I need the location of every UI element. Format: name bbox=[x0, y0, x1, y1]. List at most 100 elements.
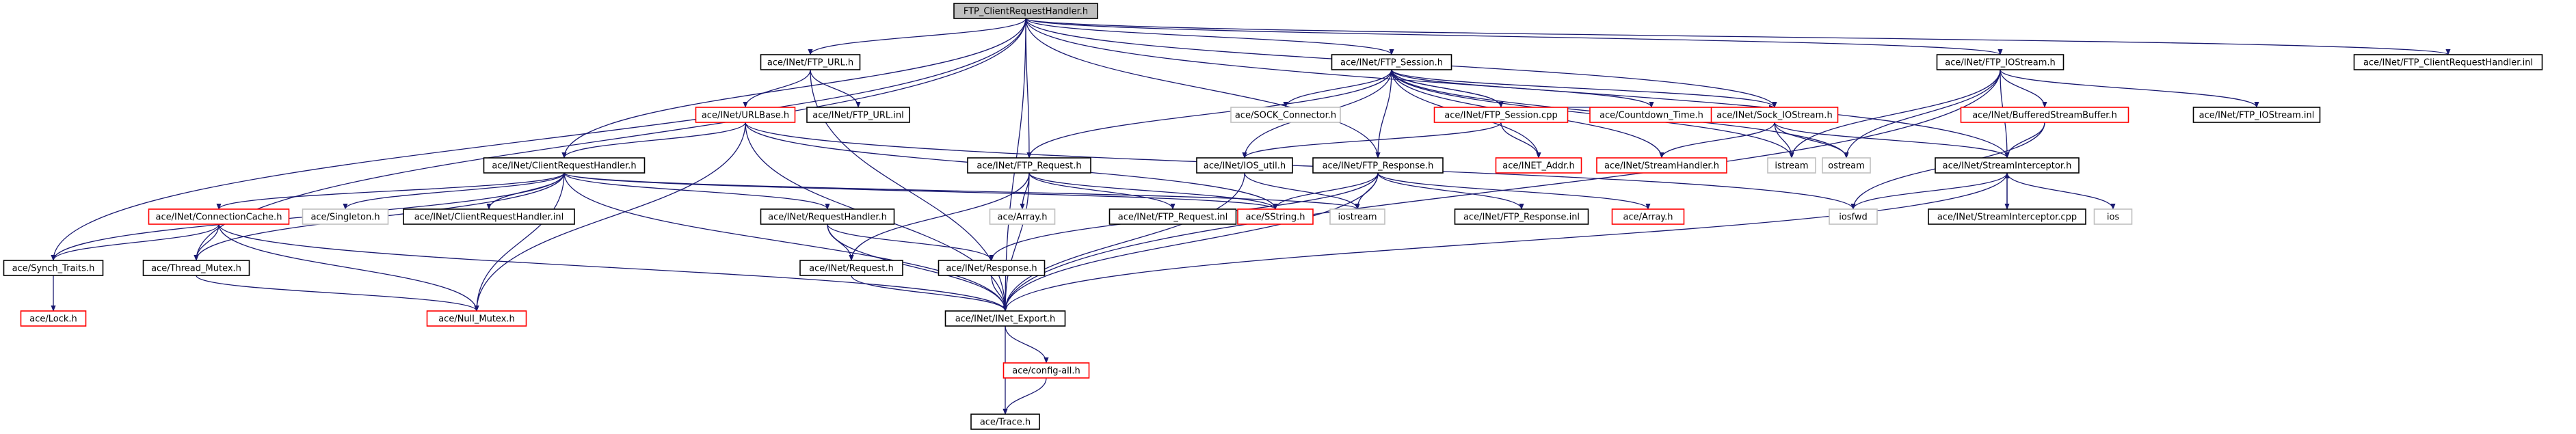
node-config-all-h[interactable]: ace/config-all.h bbox=[1002, 362, 1090, 379]
node-box bbox=[426, 310, 527, 327]
node-sstring-h[interactable]: ace/SString.h bbox=[1237, 208, 1314, 225]
node-label: ace/INet/Sock_IOStream.h bbox=[1716, 111, 1832, 121]
node-iostream[interactable]: iostream bbox=[1329, 208, 1385, 225]
node-ftp-crh-inl[interactable]: ace/INet/FTP_ClientRequestHandler.inl bbox=[2353, 54, 2543, 70]
node-trace-h[interactable]: ace/Trace.h bbox=[970, 413, 1040, 430]
node-ostream[interactable]: ostream bbox=[1822, 157, 1871, 174]
node-label: ace/INet/FTP_Session.h bbox=[1340, 58, 1443, 68]
node-singleton-h[interactable]: ace/Singleton.h bbox=[302, 208, 389, 225]
node-client-rh-inl[interactable]: ace/INet/ClientRequestHandler.inl bbox=[403, 208, 575, 225]
node-connection-cache-h[interactable]: ace/INet/ConnectionCache.h bbox=[148, 208, 290, 225]
edge-stream_interceptor_h-to-iosfwd bbox=[1850, 172, 2008, 210]
node-box bbox=[1331, 54, 1452, 70]
edge-client_rh_h-to-null_mutex_h bbox=[474, 172, 565, 312]
node-box bbox=[760, 208, 895, 225]
node-box bbox=[20, 310, 87, 327]
node-countdown-time-h[interactable]: ace/Countdown_Time.h bbox=[1589, 107, 1714, 123]
node-label: FTP_ClientRequestHandler.h bbox=[964, 7, 1088, 17]
node-box bbox=[806, 107, 910, 123]
edge-urlbase_h-to-null_mutex_h bbox=[474, 122, 746, 312]
node-label: ace/INet/ClientRequestHandler.h bbox=[492, 161, 636, 172]
node-thread-mutex-h[interactable]: ace/Thread_Mutex.h bbox=[142, 260, 250, 276]
edge-root-to-ftp_iostream_h bbox=[1025, 18, 2003, 55]
edge-config_all_h-to-trace_h bbox=[1002, 377, 1047, 415]
node-label: ace/INet/FTP_IOStream.inl bbox=[2199, 111, 2315, 121]
node-lock-h[interactable]: ace/Lock.h bbox=[20, 310, 87, 327]
edge-ftp_iostream_h-to-ftp_iostream_inl bbox=[2000, 69, 2259, 108]
node-label: ace/Lock.h bbox=[29, 314, 77, 325]
node-stream-interceptor-cpp[interactable]: ace/INet/StreamInterceptor.cpp bbox=[1928, 208, 2086, 225]
node-box bbox=[1960, 107, 2129, 123]
edge-ios_util_h-to-iostream bbox=[1244, 172, 1360, 210]
node-request-h[interactable]: ace/INet/Request.h bbox=[799, 260, 903, 276]
node-stream-handler-h[interactable]: ace/INet/StreamHandler.h bbox=[1596, 157, 1727, 174]
node-iosfwd[interactable]: iosfwd bbox=[1829, 208, 1878, 225]
node-array-h-gray[interactable]: ace/Array.h bbox=[989, 208, 1056, 225]
node-box bbox=[302, 208, 389, 225]
node-box bbox=[695, 107, 796, 123]
node-ftp-session-h[interactable]: ace/INet/FTP_Session.h bbox=[1331, 54, 1452, 70]
node-box bbox=[483, 157, 646, 174]
node-client-rh-h[interactable]: ace/INet/ClientRequestHandler.h bbox=[483, 157, 646, 174]
node-box bbox=[1928, 208, 2086, 225]
node-label: ace/INet/IOS_util.h bbox=[1204, 161, 1286, 172]
node-ios[interactable]: ios bbox=[2093, 208, 2133, 225]
node-box bbox=[1312, 157, 1444, 174]
edge-ftp_request_h-to-sstring_h bbox=[1028, 172, 1278, 210]
edge-ftp_request_h-to-ftp_request_inl bbox=[1028, 172, 1176, 210]
node-stream-interceptor-h[interactable]: ace/INet/StreamInterceptor.h bbox=[1935, 157, 2080, 174]
node-label: ace/INet/INet_Export.h bbox=[955, 314, 1056, 325]
edge-root-to-synch_traits_h bbox=[51, 18, 1026, 261]
node-box bbox=[1596, 157, 1727, 174]
node-ftp-iostream-h[interactable]: ace/INet/FTP_IOStream.h bbox=[1936, 54, 2064, 70]
node-null-mutex-h[interactable]: ace/Null_Mutex.h bbox=[426, 310, 527, 327]
node-box bbox=[970, 413, 1040, 430]
node-buffered-sb-h[interactable]: ace/INet/BufferedStreamBuffer.h bbox=[1960, 107, 2129, 123]
edge-request_handler_h-to-response_h bbox=[827, 223, 994, 261]
edge-thread_mutex_h-to-null_mutex_h bbox=[196, 275, 479, 312]
node-root[interactable]: FTP_ClientRequestHandler.h bbox=[953, 3, 1098, 19]
node-ftp-request-inl[interactable]: ace/INet/FTP_Request.inl bbox=[1108, 208, 1237, 225]
node-ftp-url-h[interactable]: ace/INet/FTP_URL.h bbox=[760, 54, 861, 70]
node-ftp-session-cpp[interactable]: ace/INet/FTP_Session.cpp bbox=[1433, 107, 1569, 123]
edge-ftp_session_h-to-countdown_time_h bbox=[1391, 69, 1654, 108]
edge-ftp_iostream_h-to-ostream bbox=[1844, 69, 2001, 159]
node-label: ace/Singleton.h bbox=[310, 213, 380, 223]
node-ftp-iostream-inl[interactable]: ace/INet/FTP_IOStream.inl bbox=[2192, 107, 2321, 123]
node-urlbase-h[interactable]: ace/INet/URLBase.h bbox=[695, 107, 796, 123]
node-box bbox=[1196, 157, 1293, 174]
node-label: istream bbox=[1775, 161, 1808, 172]
node-request-handler-h[interactable]: ace/INet/RequestHandler.h bbox=[760, 208, 895, 225]
node-label: ace/INet/Response.h bbox=[946, 264, 1037, 274]
edge-ftp_session_cpp-to-inet_addr_h bbox=[1500, 122, 1541, 159]
edge-root-to-client_rh_h bbox=[561, 18, 1026, 159]
edge-urlbase_h-to-iosfwd bbox=[745, 122, 1856, 210]
node-label: ace/config-all.h bbox=[1012, 366, 1080, 377]
node-synch-traits-h[interactable]: ace/Synch_Traits.h bbox=[3, 260, 104, 276]
node-box bbox=[967, 157, 1091, 174]
node-label: ace/INet/FTP_Request.h bbox=[977, 161, 1081, 172]
node-istream[interactable]: istream bbox=[1767, 157, 1816, 174]
node-inet-export-h[interactable]: ace/INet/INet_Export.h bbox=[944, 310, 1066, 327]
edge-root-to-ftp_response_h bbox=[1025, 18, 1381, 159]
node-ftp-url-inl[interactable]: ace/INet/FTP_URL.inl bbox=[806, 107, 910, 123]
node-label: ace/SOCK_Connector.h bbox=[1235, 111, 1336, 121]
node-label: ace/INet/StreamInterceptor.h bbox=[1943, 161, 2072, 172]
node-box bbox=[799, 260, 903, 276]
node-sock-connector-h[interactable]: ace/SOCK_Connector.h bbox=[1230, 107, 1341, 123]
node-ftp-request-h[interactable]: ace/INet/FTP_Request.h bbox=[967, 157, 1091, 174]
node-label: ace/Countdown_Time.h bbox=[1599, 111, 1703, 121]
node-ftp-response-h[interactable]: ace/INet/FTP_Response.h bbox=[1312, 157, 1444, 174]
node-array-h-red[interactable]: ace/Array.h bbox=[1611, 208, 1685, 225]
node-ftp-response-inl[interactable]: ace/INet/FTP_Response.inl bbox=[1454, 208, 1589, 225]
edge-root-to-ftp_request_h bbox=[1025, 18, 1032, 159]
node-box bbox=[2192, 107, 2321, 123]
node-inet-addr-h[interactable]: ace/INET_Addr.h bbox=[1495, 157, 1582, 174]
node-response-h[interactable]: ace/INet/Response.h bbox=[938, 260, 1046, 276]
node-ios-util-h[interactable]: ace/INet/IOS_util.h bbox=[1196, 157, 1293, 174]
node-label: ace/INet/StreamHandler.h bbox=[1604, 161, 1719, 172]
node-sock-iostream-h[interactable]: ace/INet/Sock_IOStream.h bbox=[1710, 107, 1839, 123]
node-box bbox=[148, 208, 290, 225]
node-box bbox=[1822, 157, 1871, 174]
